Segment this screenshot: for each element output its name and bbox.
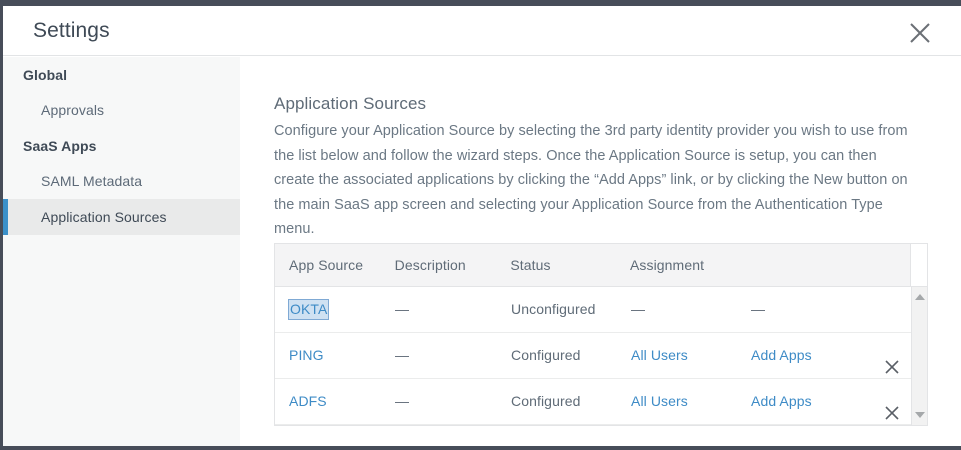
cell-delete	[871, 287, 912, 332]
cell-app-source: OKTA	[275, 287, 395, 332]
app-source-link-okta[interactable]: OKTA	[287, 299, 330, 320]
cell-description: —	[395, 301, 410, 317]
page-title: Settings	[33, 19, 110, 42]
section-description: Configure your Application Source by sel…	[274, 123, 908, 237]
cell-add-apps: Add Apps	[751, 379, 871, 424]
add-apps-link[interactable]: Add Apps	[751, 393, 812, 409]
scroll-up-arrow-icon[interactable]	[915, 294, 925, 300]
app-source-link-adfs[interactable]: ADFS	[289, 393, 327, 409]
sidebar-group-saas-apps: SaaS Apps SAML Metadata Application Sour…	[3, 128, 240, 235]
cell-description: —	[395, 393, 410, 409]
column-header-status: Status	[510, 257, 551, 273]
table-body: OKTA — Unconfigured — — PING — Configure…	[275, 287, 927, 425]
cell-status: Configured	[511, 393, 581, 409]
table-header-gutter	[910, 244, 928, 286]
cell-add-apps: —	[751, 301, 766, 317]
window-header: Settings	[3, 6, 961, 56]
close-icon[interactable]	[907, 20, 933, 46]
delete-row-icon[interactable]	[884, 394, 900, 424]
sidebar-item-label: Approvals	[41, 102, 105, 118]
sidebar-item-application-sources[interactable]: Application Sources	[3, 199, 240, 235]
window-chrome-left	[0, 0, 3, 450]
app-sources-table: App Source Description Status Assignment…	[274, 243, 928, 426]
cell-app-source: ADFS	[275, 379, 395, 424]
sidebar-item-label: Application Sources	[41, 209, 167, 225]
assignment-link-all-users[interactable]: All Users	[631, 393, 688, 409]
delete-row-icon[interactable]	[884, 348, 900, 378]
table-row[interactable]: ADFS — Configured All Users Add Apps	[275, 379, 927, 425]
cell-assignment: All Users	[631, 379, 751, 424]
settings-content: Application Sources Configure your Appli…	[240, 57, 958, 446]
scroll-down-arrow-icon[interactable]	[915, 412, 925, 418]
cell-status: Configured	[511, 347, 581, 363]
sidebar-item-saml-metadata[interactable]: SAML Metadata	[3, 163, 240, 199]
column-header-app-source: App Source	[289, 257, 364, 273]
sidebar-item-approvals[interactable]: Approvals	[3, 92, 240, 128]
sidebar-item-label: SAML Metadata	[41, 173, 143, 189]
sidebar-group-label-global: Global	[23, 67, 68, 83]
cell-assignment: —	[631, 301, 646, 317]
column-header-apps	[750, 244, 870, 286]
cell-assignment: All Users	[631, 333, 751, 378]
table-row[interactable]: OKTA — Unconfigured — —	[275, 287, 927, 333]
column-header-description: Description	[394, 257, 466, 273]
cell-status: Unconfigured	[511, 301, 596, 317]
app-source-link-ping[interactable]: PING	[289, 347, 324, 363]
column-header-delete	[869, 244, 910, 286]
cell-description: —	[395, 347, 410, 363]
assignment-link-all-users[interactable]: All Users	[631, 347, 688, 363]
table-header-row: App Source Description Status Assignment	[275, 243, 928, 287]
add-apps-link[interactable]: Add Apps	[751, 347, 812, 363]
settings-sidebar: Global Approvals SaaS Apps SAML Metadata…	[3, 57, 240, 446]
table-row[interactable]: PING — Configured All Users Add Apps	[275, 333, 927, 379]
window-chrome-bottom	[0, 446, 961, 450]
cell-delete	[871, 333, 912, 378]
sidebar-group-label-saas-apps: SaaS Apps	[23, 138, 97, 154]
section-title: Application Sources	[274, 94, 427, 113]
cell-delete	[871, 379, 912, 424]
sidebar-group-global: Global Approvals	[3, 57, 240, 128]
cell-app-source: PING	[275, 333, 395, 378]
table-scrollbar[interactable]	[911, 287, 927, 425]
cell-add-apps: Add Apps	[751, 333, 871, 378]
column-header-assignment: Assignment	[629, 257, 705, 273]
window-chrome-top	[0, 0, 961, 6]
